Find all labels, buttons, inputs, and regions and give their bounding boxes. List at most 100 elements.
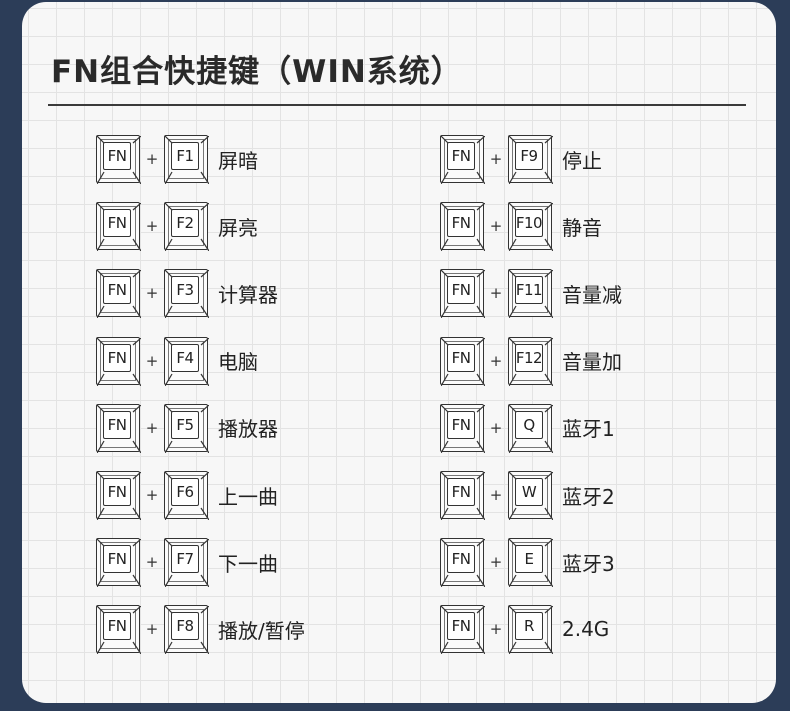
key-cap-label: F8 <box>171 612 199 641</box>
key-cap-label: F1 <box>171 142 199 170</box>
shortcut-function-label: 音量加 <box>562 350 622 375</box>
fn-key: FN <box>96 538 141 588</box>
key-bevel <box>165 136 209 184</box>
shortcut-function-label: 屏暗 <box>218 148 258 173</box>
fn-key: FN <box>96 336 141 386</box>
combo-key: F6 <box>164 471 209 520</box>
plus-sign: + <box>145 217 159 236</box>
fn-key: FN <box>440 471 485 520</box>
combo-key: F5 <box>164 403 209 453</box>
plus-sign: + <box>489 553 503 572</box>
key-bevel <box>509 270 553 319</box>
key-cap-label: FN <box>447 410 475 439</box>
combo-key: Q <box>508 403 553 453</box>
title-divider <box>48 104 746 106</box>
combo-key: F4 <box>164 336 209 386</box>
key-bevel <box>97 472 141 520</box>
plus-sign: + <box>145 284 159 303</box>
shortcut-function-label: 2.4G <box>562 617 610 642</box>
shortcut-function-label: 音量减 <box>562 282 622 307</box>
plus-sign: + <box>145 553 159 572</box>
fn-key: FN <box>440 605 485 655</box>
shortcut-row: FN + F7 下一曲 <box>96 538 278 588</box>
key-bevel <box>441 136 485 184</box>
shortcut-function-label: 蓝牙2 <box>562 484 615 509</box>
key-cap-label: FN <box>103 142 131 170</box>
combo-key: W <box>508 471 553 520</box>
key-cap-label: FN <box>103 343 131 372</box>
combo-key: R <box>508 605 553 655</box>
key-bevel <box>509 203 553 252</box>
shortcut-function-label: 播放器 <box>218 417 278 442</box>
shortcut-function-label: 停止 <box>562 148 602 173</box>
shortcut-function-label: 播放/暂停 <box>218 618 305 643</box>
combo-key: F1 <box>164 135 209 184</box>
key-cap-label: FN <box>447 343 475 372</box>
key-bevel <box>165 404 209 453</box>
plus-sign: + <box>489 418 503 437</box>
key-cap-label: FN <box>103 612 131 641</box>
fn-key: FN <box>440 336 485 386</box>
key-bevel <box>97 337 141 386</box>
key-bevel <box>441 539 485 588</box>
key-bevel <box>97 539 141 588</box>
key-bevel <box>509 472 553 520</box>
shortcut-function-label: 蓝牙3 <box>562 551 615 576</box>
key-cap-label: FN <box>103 478 131 506</box>
key-bevel <box>165 203 209 252</box>
key-bevel <box>165 606 209 655</box>
combo-key: F2 <box>164 202 209 252</box>
key-cap-label: E <box>515 545 543 574</box>
key-bevel <box>509 136 553 184</box>
key-cap-label: FN <box>103 545 131 574</box>
key-cap-label: FN <box>103 410 131 439</box>
key-bevel <box>165 472 209 520</box>
plus-sign: + <box>489 620 503 639</box>
combo-key: F9 <box>508 135 553 184</box>
fn-key: FN <box>96 269 141 319</box>
key-cap-label: F3 <box>171 276 199 305</box>
shortcut-function-label: 计算器 <box>218 282 278 307</box>
key-bevel <box>441 404 485 453</box>
plus-sign: + <box>489 351 503 370</box>
key-bevel <box>97 270 141 319</box>
key-bevel <box>441 337 485 386</box>
shortcut-row: FN + R 2.4G <box>440 605 610 655</box>
key-bevel <box>441 606 485 655</box>
shortcut-function-label: 下一曲 <box>218 551 278 576</box>
fn-key: FN <box>96 135 141 184</box>
combo-key: F11 <box>508 269 553 319</box>
plus-sign: + <box>145 150 159 168</box>
key-cap-label: FN <box>447 612 475 641</box>
shortcut-function-label: 电脑 <box>218 350 258 375</box>
key-cap-label: FN <box>447 142 475 170</box>
key-cap-label: F11 <box>515 276 543 305</box>
key-cap-label: R <box>515 612 543 641</box>
shortcut-function-label: 屏亮 <box>218 215 258 240</box>
combo-key: F3 <box>164 269 209 319</box>
key-cap-label: FN <box>103 209 131 238</box>
key-cap-label: F2 <box>171 209 199 238</box>
key-cap-label: FN <box>447 209 475 238</box>
key-cap-label: F7 <box>171 545 199 574</box>
key-cap-label: Q <box>515 410 543 439</box>
shortcut-row: FN + F2 屏亮 <box>96 202 258 252</box>
plus-sign: + <box>489 284 503 303</box>
key-cap-label: W <box>515 478 543 506</box>
key-bevel <box>441 472 485 520</box>
key-bevel <box>165 337 209 386</box>
key-cap-label: F9 <box>515 142 543 170</box>
key-bevel <box>509 539 553 588</box>
shortcut-function-label: 静音 <box>562 215 602 240</box>
fn-key: FN <box>96 605 141 655</box>
key-bevel <box>97 136 141 184</box>
